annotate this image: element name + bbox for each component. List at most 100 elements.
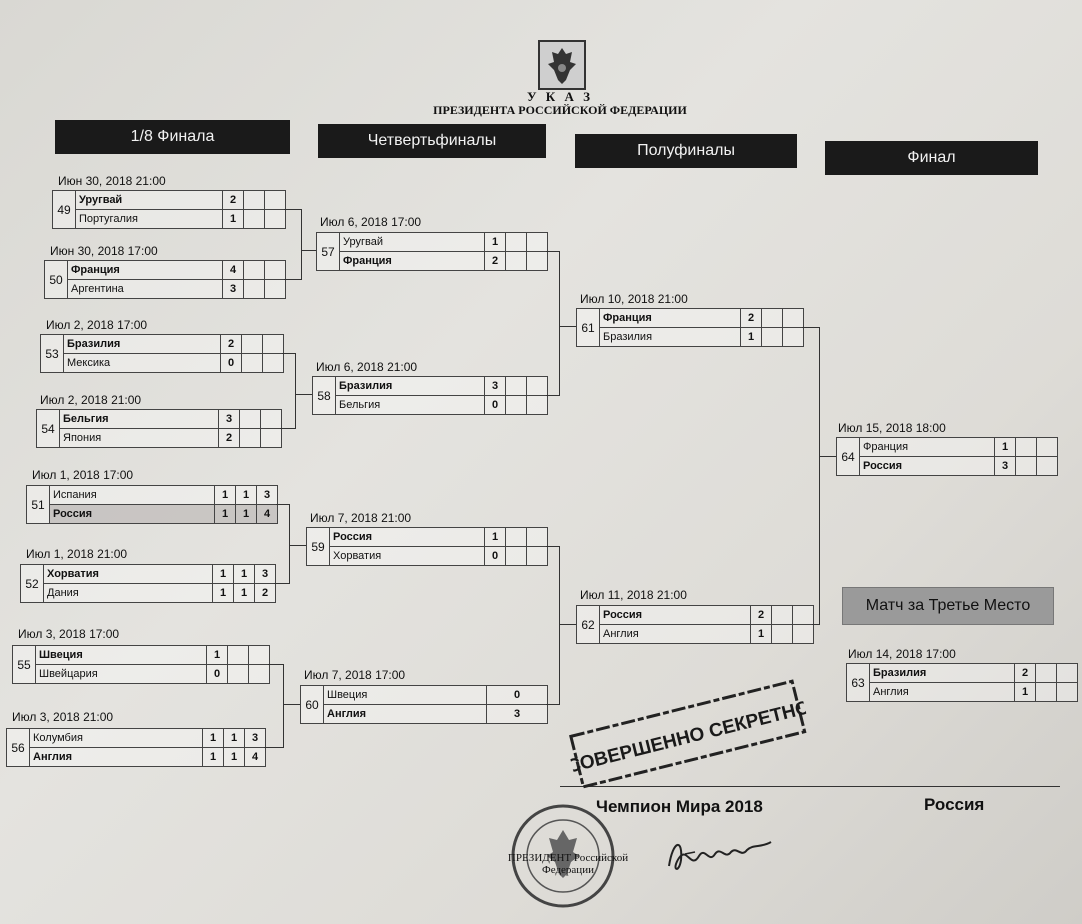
round-header-r16: 1/8 Финала <box>55 120 290 154</box>
team-name: Бразилия <box>67 338 121 350</box>
team-name: Бразилия <box>603 331 653 343</box>
score <box>771 606 792 624</box>
match-number: 58 <box>313 377 336 414</box>
team-name: Франция <box>71 264 120 276</box>
score <box>248 665 269 683</box>
score <box>241 335 262 353</box>
score <box>1015 438 1036 456</box>
decree-title: У К А З <box>527 89 593 104</box>
score <box>1036 438 1057 456</box>
score <box>526 377 547 395</box>
match-date: Июл 1, 2018 21:00 <box>26 547 128 561</box>
match-date: Июл 7, 2018 17:00 <box>304 668 406 682</box>
score <box>1015 457 1036 475</box>
team-name: Англия <box>33 751 73 763</box>
score <box>1035 664 1056 682</box>
team-name: Мексика <box>67 357 111 369</box>
score: 3 <box>486 705 547 723</box>
team-name: Швеция <box>39 649 83 661</box>
score <box>262 335 283 353</box>
official-seal: ПРЕЗИДЕНТ Российской Федерации <box>505 800 630 910</box>
team-name: Хорватия <box>333 550 382 562</box>
match-number: 56 <box>7 729 30 766</box>
team-name: Бразилия <box>339 380 393 392</box>
team-name: Бразилия <box>873 667 927 679</box>
team-name: Колумбия <box>33 732 83 744</box>
score <box>1056 683 1077 701</box>
team-name: Россия <box>863 460 903 472</box>
score <box>526 396 547 414</box>
score <box>227 665 248 683</box>
score <box>782 309 803 327</box>
score: 0 <box>206 665 227 683</box>
team-name: Аргентина <box>71 283 124 295</box>
score <box>239 410 260 428</box>
champion-team: Россия <box>924 795 985 814</box>
decree-subtitle: ПРЕЗИДЕНТА РОССИЙСКОЙ ФЕДЕРАЦИИ <box>433 103 687 117</box>
score: 1 <box>212 584 233 602</box>
team-name: Англия <box>327 708 367 720</box>
score <box>526 252 547 270</box>
score <box>241 354 262 372</box>
seal-text: ПРЕЗИДЕНТ Российской Федерации <box>507 852 629 876</box>
team-name: Япония <box>63 432 102 444</box>
score <box>243 280 264 298</box>
match-date: Июл 2, 2018 21:00 <box>40 393 142 407</box>
score <box>239 429 260 447</box>
score <box>761 328 782 346</box>
score: 4 <box>256 505 277 523</box>
score <box>505 377 526 395</box>
match-number: 52 <box>21 565 44 602</box>
score <box>260 429 281 447</box>
match-date: Июл 7, 2018 21:00 <box>310 511 412 525</box>
score: 0 <box>484 396 505 414</box>
team-name: Англия <box>603 628 639 640</box>
score: 3 <box>254 565 275 583</box>
match-number: 64 <box>837 438 860 475</box>
score <box>243 210 264 228</box>
score <box>248 646 269 664</box>
score <box>264 210 285 228</box>
score: 1 <box>235 505 256 523</box>
match-date: Июл 11, 2018 21:00 <box>580 588 687 602</box>
score <box>792 606 813 624</box>
score: 2 <box>218 429 239 447</box>
match-date: Июл 15, 2018 18:00 <box>838 421 946 435</box>
team-name: Франция <box>603 312 652 324</box>
score: 1 <box>750 625 771 643</box>
coat-of-arms-emblem <box>538 40 586 90</box>
team-name: Швейцария <box>39 668 98 680</box>
score <box>260 410 281 428</box>
score: 1 <box>740 328 761 346</box>
team-name: Бельгия <box>339 399 381 411</box>
score: 0 <box>486 686 547 704</box>
score: 2 <box>220 335 241 353</box>
score: 2 <box>484 252 505 270</box>
score: 1 <box>484 233 505 251</box>
score <box>782 328 803 346</box>
score: 1 <box>202 729 223 747</box>
score: 0 <box>484 547 505 565</box>
team-name: Франция <box>863 441 909 453</box>
stamp-text: СОВЕРШЕННО СЕКРЕТНО <box>565 697 812 778</box>
score: 4 <box>222 261 243 279</box>
match-date: Июл 6, 2018 17:00 <box>320 215 422 229</box>
match-date: Июл 1, 2018 17:00 <box>32 468 134 482</box>
score: 2 <box>254 584 275 602</box>
score: 1 <box>223 729 244 747</box>
score <box>505 252 526 270</box>
team-name: Россия <box>333 531 373 543</box>
score <box>1036 457 1057 475</box>
team-name: Бельгия <box>63 413 109 425</box>
score <box>505 528 526 546</box>
match-date: Июл 6, 2018 21:00 <box>316 360 418 374</box>
score: 2 <box>1014 664 1035 682</box>
round-header-sf: Полуфиналы <box>575 134 797 168</box>
